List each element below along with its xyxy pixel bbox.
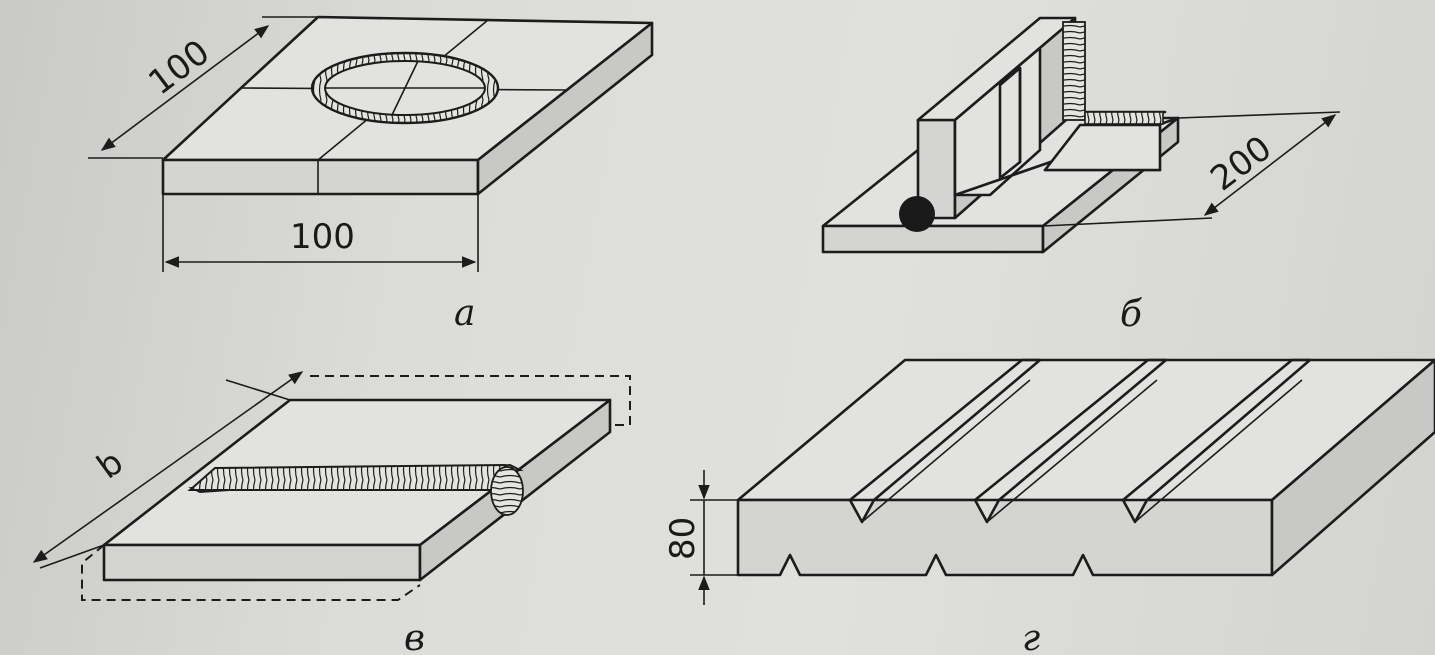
panel-b-length-dimension: 200 [1203, 128, 1279, 199]
panel-b-gusset-assembly: 200 б [821, 16, 1341, 335]
panel-a-label: а [454, 293, 475, 334]
panel-b-label: б [1120, 294, 1143, 335]
panel-v-butt-weld-plates: b в [32, 371, 631, 655]
panel-v-label: в [404, 618, 425, 655]
panel-a-depth-dimension: 100 [141, 32, 217, 103]
panel-a-width-dimension: 100 [290, 217, 355, 257]
panel-v-width-dimension: b [90, 442, 131, 487]
panel-g-grooved-plate: 80 г [663, 358, 1435, 655]
panel-a-plate-with-ring-weld: 100 100 а [88, 15, 654, 334]
panel-g-height-dimension: 80 [663, 517, 703, 560]
panel-g-label: г [1022, 618, 1040, 655]
